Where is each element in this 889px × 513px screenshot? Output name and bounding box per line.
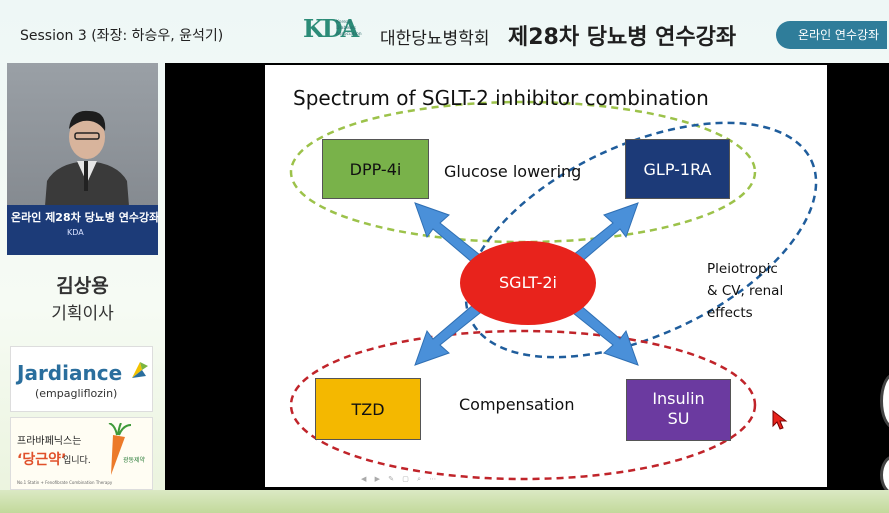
speaker-banner-logo: KDA (67, 228, 84, 237)
su-label: SU (667, 409, 690, 428)
kda-logo-sub-line: Diabetes (336, 26, 356, 31)
insulin-label: Insulin (652, 389, 705, 408)
online-course-badge: 온라인 연수강좌 (776, 21, 887, 49)
ad-carrot-footer: No.1 Statin + Fenofibrate Combination Th… (17, 480, 113, 485)
insulin-su-box: Insulin SU (626, 379, 731, 441)
ad-jardiance[interactable]: Jardiance (empagliflozin) (10, 346, 153, 412)
speaker-name: 김상용 (56, 275, 109, 297)
ad-carrot-line1: 프라바페닉스는 (17, 436, 82, 447)
mouse-cursor-icon (772, 410, 788, 430)
dpp4-box: DPP-4i (322, 139, 429, 199)
side-control-bottom[interactable] (880, 455, 889, 495)
glucose-lowering-label: Glucose lowering (444, 162, 582, 181)
arrow-to-insulin (572, 304, 639, 366)
arrow-to-tzd (414, 304, 481, 366)
speaker-banner: 온라인 제28차 당뇨병 연수강좌 KDA (7, 205, 160, 255)
slide-frame: Spectrum of SGLT-2 inhibitor combination… (165, 63, 889, 495)
ad-jardiance-brand: Jardiance (17, 361, 123, 385)
red-dashed-ellipse (289, 329, 757, 481)
pleiotropic-line: Pleiotropic (707, 261, 778, 277)
pleiotropic-line: & CV, renal (707, 283, 784, 299)
kda-logo-subtitle: Korean Diabetes Association (336, 20, 362, 38)
society-name: 대한당뇨병학회 (380, 29, 490, 49)
speaker-title: 기획이사 (51, 304, 114, 324)
slide-diagram (289, 100, 818, 481)
arrow-to-glp1 (572, 202, 639, 264)
pleiotropic-line: effects (707, 305, 753, 321)
slide-title: Spectrum of SGLT-2 inhibitor combination (293, 86, 709, 110)
course-name: 제28차 당뇨병 연수강좌 (508, 25, 737, 50)
carrot-icon (108, 423, 132, 475)
jardiance-logo-icon (132, 362, 148, 378)
footer-decoration (0, 490, 889, 513)
kda-logo: KDA Korean Diabetes Association (303, 14, 371, 54)
sglt2-center: SGLT-2i (460, 241, 596, 325)
header: Session 3 (좌장: 하승우, 윤석기) KDA Korean Diab… (0, 0, 889, 62)
tzd-box: TZD (315, 378, 421, 440)
ad-jardiance-generic: (empagliflozin) (35, 387, 118, 400)
ad-carrot-line2: ‘당근약’ (17, 452, 67, 468)
kda-logo-sub-line: Korean (336, 20, 352, 25)
ad-carrot-line2b: 입니다. (63, 456, 91, 466)
arrow-to-dpp4 (414, 202, 481, 264)
compensation-label: Compensation (459, 395, 575, 414)
ad-pravafenix[interactable]: 프라바페닉스는 ‘당근약’ 입니다. 광동제약 No.1 Statin + Fe… (10, 417, 153, 490)
pleiotropic-label: Pleiotropic & CV, renal effects (707, 258, 783, 324)
kda-logo-mark: KDA (303, 14, 359, 43)
session-title: Session 3 (좌장: 하승우, 윤석기) (20, 28, 224, 44)
kda-logo-sub-line: Association (336, 32, 362, 37)
ad-carrot-maker: 광동제약 (123, 457, 146, 464)
side-control-top[interactable] (880, 373, 889, 429)
slide-toolbar-icons[interactable]: ◀ ▶ ✎ ▢ ⌕ ⋯ (361, 475, 440, 483)
glp1-box: GLP-1RA (625, 139, 730, 199)
slide: Spectrum of SGLT-2 inhibitor combination… (265, 65, 827, 487)
speaker-banner-text: 온라인 제28차 당뇨병 연수강좌 (11, 211, 160, 224)
